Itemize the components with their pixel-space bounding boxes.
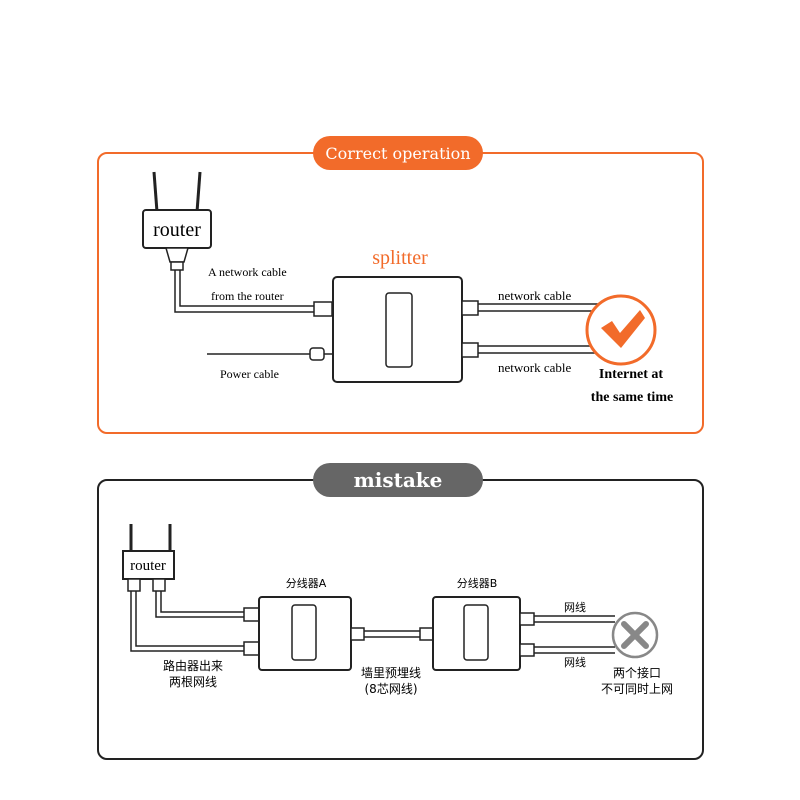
result-line2: 不可同时上网	[601, 682, 673, 696]
splitter-a-device	[258, 596, 352, 671]
output-cable-top-label: network cable	[498, 288, 572, 303]
power-cable-label: Power cable	[220, 367, 279, 381]
router-label: router	[130, 558, 166, 574]
router-icon	[122, 524, 175, 592]
splitter-b-label: 分线器B	[457, 576, 498, 590]
output-cable-top	[461, 300, 600, 316]
splitter-a-label: 分线器A	[286, 576, 327, 590]
router-out-label-line2: 两根网线	[169, 675, 217, 689]
close-icon	[611, 611, 659, 659]
result-line1: Internet at	[599, 367, 663, 382]
router-network-cable	[174, 270, 333, 317]
output-cable-bottom-label: 网线	[564, 655, 586, 669]
mistake-badge: mistake	[313, 463, 483, 497]
output-cable-bottom	[461, 342, 600, 358]
router-icon	[142, 171, 212, 271]
correct-operation-badge: Correct operation	[313, 136, 483, 170]
power-cable	[207, 347, 333, 361]
output-cable-top	[519, 612, 615, 626]
splitter-device	[332, 276, 463, 383]
router-out-label-line1: 路由器出来	[163, 658, 223, 673]
cable-label-line2: from the router	[211, 289, 284, 303]
cable-label-line1: A network cable	[208, 265, 287, 279]
wall-embedded-cable	[350, 627, 434, 641]
splitter-label: splitter	[372, 247, 428, 269]
result-line1: 两个接口	[613, 665, 661, 680]
wall-cable-label-line1: 墙里预埋线	[361, 666, 421, 680]
output-cable-top-label: 网线	[564, 600, 586, 614]
result-line2: the same time	[591, 390, 673, 405]
wall-cable-label-line2: (8芯网线)	[365, 682, 418, 696]
router-label: router	[153, 219, 201, 241]
router-cables-to-splitter-a	[130, 591, 260, 656]
splitter-b-device	[432, 596, 521, 671]
check-icon	[585, 294, 657, 366]
output-cable-bottom	[519, 643, 615, 657]
output-cable-bottom-label: network cable	[498, 360, 572, 375]
